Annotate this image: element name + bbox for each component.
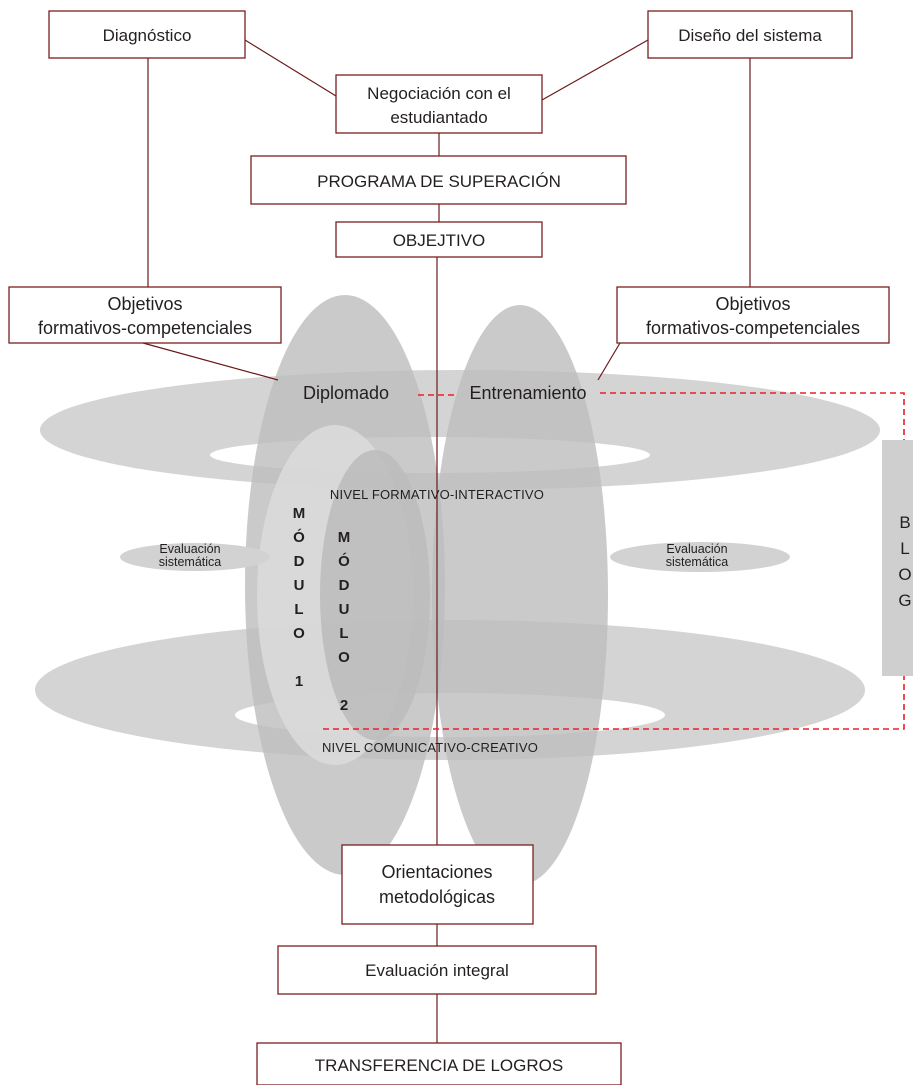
modulo1-letter: M bbox=[293, 505, 306, 522]
box-orientaciones bbox=[341, 844, 534, 925]
box-objetivo bbox=[335, 221, 543, 258]
label-entrenamiento: Entrenamiento bbox=[469, 383, 586, 403]
modulo2-letter: U bbox=[339, 601, 350, 618]
modulo1-letter: O bbox=[293, 625, 305, 642]
line-objl-diplomado bbox=[142, 342, 279, 381]
modulo2-letter: D bbox=[339, 577, 350, 594]
box-obj-left bbox=[8, 286, 282, 344]
box-evaluacion-integral bbox=[277, 945, 597, 995]
dashed-top-right bbox=[600, 392, 905, 440]
label-evaluacion-integral: Evaluación integral bbox=[365, 961, 509, 980]
label-nivel-comunicativo: NIVEL COMUNICATIVO-CREATIVO bbox=[322, 740, 538, 755]
ellipse-group bbox=[35, 295, 880, 885]
connectors bbox=[142, 39, 751, 1043]
label-nivel-formativo: NIVEL FORMATIVO-INTERACTIVO bbox=[330, 487, 544, 502]
label-objetivo: OBJEJTIVO bbox=[393, 231, 486, 250]
label-eval-right-1: Evaluación bbox=[666, 542, 727, 556]
label-eval-left-1: Evaluación bbox=[159, 542, 220, 556]
line-diseno-negoc bbox=[541, 39, 649, 101]
label-obj-left-2: formativos-competenciales bbox=[38, 318, 252, 338]
label-orientaciones-2: metodológicas bbox=[379, 887, 495, 907]
label-negociacion-2: estudiantado bbox=[390, 108, 487, 127]
label-diseno: Diseño del sistema bbox=[678, 26, 822, 45]
modulo1-letter: L bbox=[294, 601, 303, 618]
modulo2-letter: Ó bbox=[338, 552, 350, 570]
label-eval-right-2: sistemática bbox=[666, 555, 729, 569]
box-obj-right bbox=[616, 286, 890, 344]
modulo2-letter: M bbox=[338, 529, 351, 546]
label-obj-left-1: Objetivos bbox=[107, 294, 182, 314]
box-programa bbox=[250, 155, 627, 205]
label-obj-right-1: Objetivos bbox=[715, 294, 790, 314]
modulo1-letter: D bbox=[294, 553, 305, 570]
eval-left-ring bbox=[120, 543, 270, 571]
label-diagnostico: Diagnóstico bbox=[103, 26, 192, 45]
modulo-2: M Ó D U L O 2 bbox=[338, 529, 351, 714]
blog-label: B L O G bbox=[898, 513, 911, 610]
label-negociacion-1: Negociación con el bbox=[367, 84, 511, 103]
line-diag-negoc bbox=[244, 39, 337, 97]
dashed-bottom bbox=[323, 676, 905, 730]
torus-module2 bbox=[320, 450, 430, 740]
blog-letter: G bbox=[898, 591, 911, 610]
modulo1-letter: 1 bbox=[295, 673, 303, 690]
modulo2-letter: O bbox=[338, 649, 350, 666]
box-diseno bbox=[647, 10, 853, 59]
label-transferencia: TRANSFERENCIA DE LOGROS bbox=[315, 1056, 563, 1075]
box-negociacion bbox=[335, 74, 543, 134]
modulo1-letter: Ó bbox=[293, 528, 305, 546]
modulo2-letter: L bbox=[339, 625, 348, 642]
modulo-1: M Ó D U L O 1 bbox=[293, 505, 306, 690]
torus-right bbox=[432, 305, 608, 885]
eval-right-ring bbox=[610, 542, 790, 572]
modulo2-letter: 2 bbox=[340, 697, 348, 714]
blog-letter: L bbox=[900, 539, 909, 558]
label-diplomado: Diplomado bbox=[303, 383, 389, 403]
label-obj-right-2: formativos-competenciales bbox=[646, 318, 860, 338]
modulo1-letter: U bbox=[294, 577, 305, 594]
label-orientaciones-1: Orientaciones bbox=[381, 862, 492, 882]
blog-letter: O bbox=[898, 565, 911, 584]
box-transferencia bbox=[256, 1042, 622, 1085]
label-eval-left-2: sistemática bbox=[159, 555, 222, 569]
blog-dashed-link bbox=[323, 392, 905, 730]
box-diagnostico bbox=[48, 10, 246, 59]
blog-bar bbox=[882, 440, 913, 676]
blog-letter: B bbox=[899, 513, 910, 532]
label-programa: PROGRAMA DE SUPERACIÓN bbox=[317, 172, 561, 191]
line-objr-entren bbox=[597, 342, 621, 381]
